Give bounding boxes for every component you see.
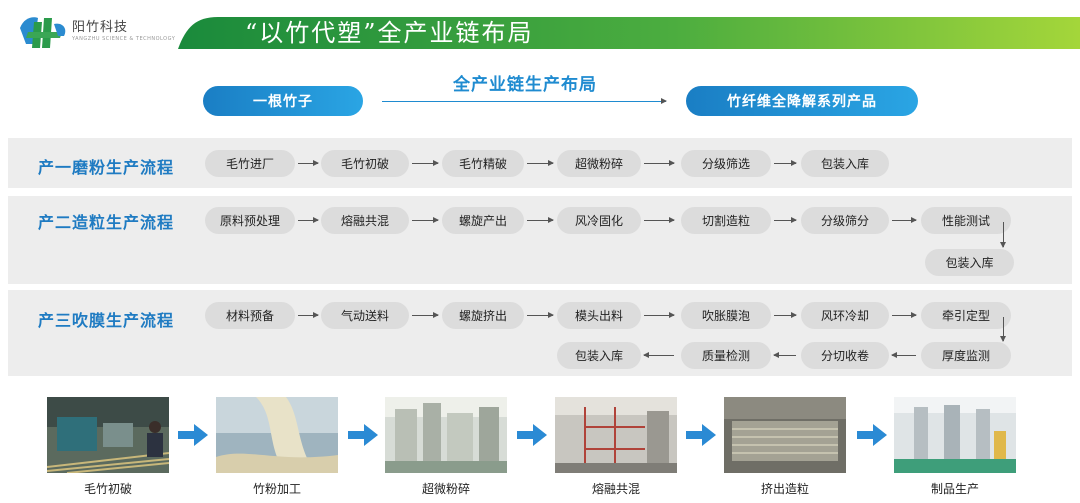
step-arrow (644, 315, 674, 316)
step-arrow (412, 220, 438, 221)
step-arrow (412, 315, 438, 316)
step-arrow (892, 220, 916, 221)
step-arrow (527, 315, 553, 316)
step-pill: 熔融共混 (321, 207, 409, 234)
photo-caption: 挤出造粒 (724, 480, 846, 497)
step-arrow (892, 315, 916, 316)
photo-caption: 熔融共混 (555, 480, 677, 497)
step-pill: 吹胀膜泡 (681, 302, 771, 329)
step-arrow (298, 220, 318, 221)
chain-label: 全产业链生产布局 (380, 70, 670, 95)
step-pill: 包装入库 (925, 249, 1014, 276)
photo-bamboo-powder (216, 397, 338, 473)
arrow-right-icon (178, 424, 208, 446)
step-pill: 厚度监测 (921, 342, 1011, 369)
step-arrow (412, 163, 438, 164)
step-pill: 材料预备 (205, 302, 295, 329)
row-label-3: 产三吹膜生产流程 (38, 307, 174, 331)
step-arrow-left (644, 355, 674, 356)
step-pill: 风冷固化 (557, 207, 641, 234)
step-pill: 超微粉碎 (557, 150, 641, 177)
step-pill: 螺旋产出 (442, 207, 524, 234)
arrow-right-icon (686, 424, 716, 446)
step-pill: 毛竹精破 (442, 150, 524, 177)
step-pill: 切割造粒 (681, 207, 771, 234)
photo-caption: 毛竹初破 (47, 480, 169, 497)
photo-caption: 制品生产 (894, 480, 1016, 497)
arrow-right-icon (517, 424, 547, 446)
arrow-right-icon (348, 424, 378, 446)
photo-extrusion-pelletizing (724, 397, 846, 473)
step-arrow (774, 163, 796, 164)
step-arrow (774, 220, 796, 221)
step-pill: 牵引定型 (921, 302, 1011, 329)
source-pill: 一根竹子 (203, 86, 363, 116)
step-arrow (527, 220, 553, 221)
step-pill: 分切收卷 (801, 342, 889, 369)
step-arrow-down (1003, 317, 1004, 341)
step-pill: 螺旋挤出 (442, 302, 524, 329)
photo-product-manufacturing (894, 397, 1016, 473)
step-arrow-left (774, 355, 796, 356)
flow-arrow (382, 101, 666, 102)
photo-bamboo-crushing (47, 397, 169, 473)
step-pill: 质量检测 (681, 342, 771, 369)
photo-melt-blending (555, 397, 677, 473)
company-subtitle: YANGZHU SCIENCE & TECHNOLOGY (72, 36, 175, 42)
target-pill: 竹纤维全降解系列产品 (686, 86, 918, 116)
company-name: 阳竹科技 (72, 16, 128, 35)
step-arrow-down (1003, 222, 1004, 247)
photo-caption: 超微粉碎 (385, 480, 507, 497)
page-title: “以竹代塑”全产业链布局 (245, 17, 534, 49)
step-arrow (644, 163, 674, 164)
step-pill: 毛竹进厂 (205, 150, 295, 177)
step-pill: 包装入库 (801, 150, 889, 177)
arrow-right-icon (857, 424, 887, 446)
step-pill: 原料预处理 (205, 207, 295, 234)
step-arrow-left (892, 355, 916, 356)
step-pill: 气动送料 (321, 302, 409, 329)
step-arrow (774, 315, 796, 316)
step-pill: 风环冷却 (801, 302, 889, 329)
row-label-2: 产二造粒生产流程 (38, 209, 174, 233)
process-row-3 (8, 290, 1072, 376)
step-pill: 毛竹初破 (321, 150, 409, 177)
step-pill: 包装入库 (557, 342, 641, 369)
step-pill: 模头出料 (557, 302, 641, 329)
step-arrow (527, 163, 553, 164)
step-pill: 性能测试 (921, 207, 1011, 234)
row-label-1: 产一磨粉生产流程 (38, 154, 174, 178)
step-arrow (644, 220, 674, 221)
photo-micro-grinding (385, 397, 507, 473)
step-arrow (298, 163, 318, 164)
step-pill: 分级筛分 (801, 207, 889, 234)
photo-caption: 竹粉加工 (216, 480, 338, 497)
step-arrow (298, 315, 318, 316)
step-pill: 分级筛选 (681, 150, 771, 177)
